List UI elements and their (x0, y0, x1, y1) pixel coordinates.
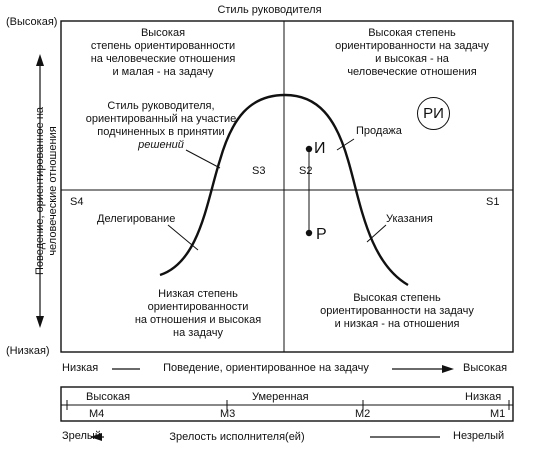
quadrant-top-right-text: Высокая степень ориентированности на зад… (322, 27, 502, 79)
quadrant-bottom-right-line: ориентированности на задачу (320, 305, 474, 317)
participating-callout-line: подчиненных в принятии (97, 126, 225, 138)
style-s4: S4 (70, 196, 84, 208)
y-axis-title: Поведение, ориентированное на человеческ… (34, 76, 60, 306)
quadrant-top-left-line: на человеческие отношения (90, 53, 236, 65)
maturity-level-high: Высокая (86, 391, 131, 403)
callout-line-participating (185, 149, 221, 169)
bell-curve (159, 93, 409, 287)
participating-callout: Стиль руководителя, ориентированный на у… (76, 100, 246, 152)
y-axis-arrow-down (36, 316, 44, 328)
style-s1: S1 (486, 196, 500, 208)
quadrant-top-right-line: ориентированности на задачу (335, 40, 489, 52)
style-delegating-label: Делегирование (97, 213, 176, 225)
quadrant-bottom-left-line: на отношения и высокая (134, 314, 262, 326)
maturity-immature-label: Незрелый (453, 430, 505, 442)
point-lower-label: Р (316, 226, 327, 243)
quadrant-top-left-line: и малая - на задачу (112, 66, 214, 78)
y-axis-high-label: (Высокая) (6, 16, 58, 28)
y-axis-arrow-up (36, 54, 44, 66)
ri-badge: РИ (417, 97, 450, 130)
quadrant-bottom-left-text: Низкая степень ориентированности на отно… (118, 288, 278, 340)
participating-callout-line: ориентированный на участие (85, 113, 237, 125)
diagram-title: Стиль руководителя (217, 4, 322, 16)
maturity-title: Зрелость исполнителя(ей) (169, 431, 305, 443)
quadrant-top-right-line: и высокая - на (375, 53, 449, 65)
quadrant-top-right-line: Высокая степень (368, 27, 456, 39)
participating-callout-line: решений (138, 139, 184, 151)
maturity-stage-m1: M1 (490, 408, 506, 420)
maturity-mature-label: Зрелый (62, 430, 101, 442)
point-upper-marker (305, 145, 313, 153)
participating-callout-line: Стиль руководителя, (107, 100, 215, 112)
style-telling-label: Указания (386, 213, 433, 225)
maturity-stage-m4: M4 (89, 408, 105, 420)
maturity-level-moderate: Умеренная (252, 391, 309, 403)
point-lower-marker (305, 229, 313, 237)
quadrant-top-left-line: степень ориентированности (90, 40, 236, 52)
style-selling-label: Продажа (356, 125, 402, 137)
quadrant-top-left-text: Высокая степень ориентированности на чел… (78, 27, 248, 79)
quadrant-bottom-left-line: на задачу (173, 327, 223, 339)
style-s2: S2 (299, 165, 313, 177)
x-axis-low-label: Низкая (62, 362, 99, 374)
x-axis-high-label: Высокая (463, 362, 508, 374)
maturity-level-low: Низкая (465, 391, 502, 403)
style-s3: S3 (252, 165, 266, 177)
quadrant-bottom-right-line: и низкая - на отношения (334, 318, 460, 330)
callout-line-delegating (167, 224, 199, 251)
maturity-box (60, 386, 514, 422)
main-frame (60, 20, 514, 353)
quadrant-top-right-line: человеческие отношения (347, 66, 477, 78)
x-axis-title: Поведение, ориентированное на задачу (163, 362, 369, 374)
y-axis-title-line1: Поведение, ориентированное на (34, 106, 46, 276)
quadrant-bottom-right-text: Высокая степень ориентированности на зад… (292, 292, 502, 331)
callout-line-selling (336, 138, 355, 151)
x-axis-arrow-head (442, 365, 454, 373)
quadrant-bottom-right-line: Высокая степень (353, 292, 441, 304)
y-axis-low-label: (Низкая) (6, 345, 50, 357)
point-upper-label: И (314, 140, 326, 157)
maturity-stage-m3: M3 (220, 408, 236, 420)
quadrant-top-left-line: Высокая (140, 27, 186, 39)
callout-line-telling (366, 224, 387, 243)
y-axis-title-line2: человеческие отношения (47, 126, 59, 256)
quadrant-bottom-left-line: ориентированности (147, 301, 249, 313)
quadrant-bottom-left-line: Низкая степень (158, 288, 238, 300)
maturity-arrow-head (90, 433, 102, 441)
maturity-stage-m2: M2 (355, 408, 371, 420)
